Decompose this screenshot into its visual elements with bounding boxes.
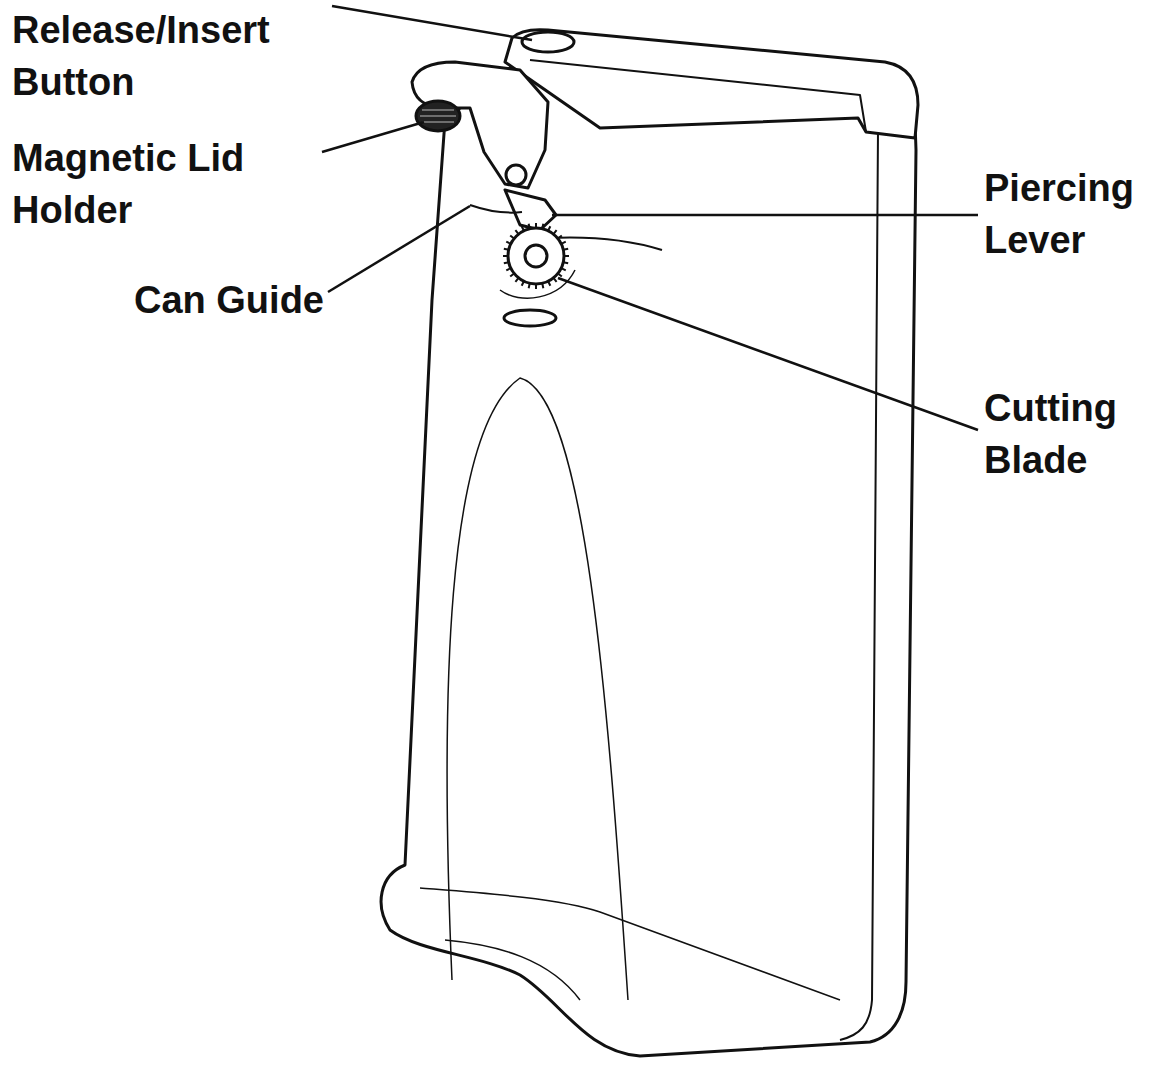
blade-tooth — [542, 283, 543, 288]
blade-tooth — [564, 255, 569, 257]
leader-line — [328, 206, 470, 292]
blade-tooth — [522, 226, 524, 231]
release-insert-button — [522, 32, 574, 52]
housing-side-edge — [840, 130, 878, 1040]
magnet-texture — [420, 110, 456, 122]
leader-lines — [322, 6, 978, 430]
blade-tooth — [553, 278, 556, 282]
magnetic-lid-holder — [416, 101, 460, 131]
blade-tooth — [561, 242, 566, 244]
blade-tooth — [503, 255, 508, 257]
cutting-blade-hub — [525, 245, 547, 267]
blade-tooth — [535, 284, 537, 289]
lever-arm — [412, 62, 548, 188]
part-label: Can Guide — [134, 274, 324, 326]
blade-tooth — [506, 242, 511, 244]
blade-tooth — [535, 223, 537, 228]
blade-tooth — [558, 235, 562, 238]
leader-line — [322, 122, 424, 152]
part-label: Cutting Blade — [984, 382, 1168, 486]
blade-tooth — [510, 235, 514, 238]
blade-tooth — [548, 281, 550, 286]
top-housing — [505, 30, 918, 138]
blade-tooth — [529, 224, 530, 229]
blade-tooth — [504, 262, 509, 263]
housing-outline — [381, 40, 916, 1056]
blade-tooth — [504, 249, 509, 250]
part-label: Piercing Lever — [984, 162, 1168, 266]
blade-tooth — [563, 249, 568, 250]
recess-panel — [447, 378, 628, 1000]
cutting-blade — [508, 228, 564, 284]
blade-tooth — [506, 268, 511, 270]
blade-guard-arc — [500, 270, 575, 298]
blade-tooth — [542, 224, 543, 229]
blade-tooth — [553, 230, 556, 234]
blade-tooth — [563, 262, 568, 263]
can-guide — [504, 310, 556, 326]
blade-tooth — [515, 278, 518, 282]
piercing-lever-pivot — [506, 165, 526, 185]
part-label: Magnetic Lid Holder — [12, 132, 352, 236]
blade-tooth — [548, 226, 550, 231]
blade-tooth — [561, 268, 566, 270]
blade-tooth — [510, 273, 514, 276]
base-tray — [420, 888, 840, 1000]
blade-tooth — [529, 283, 530, 288]
leader-line — [552, 214, 978, 217]
part-label: Release/Insert Button — [12, 4, 352, 108]
leader-line — [332, 6, 532, 40]
top-housing-ledge — [530, 60, 866, 132]
leader-line — [558, 278, 978, 430]
piercing-lever — [505, 190, 556, 230]
blade-tooth — [558, 273, 562, 276]
blade-slot — [470, 205, 662, 250]
blade-tooth — [522, 281, 524, 286]
blade-tooth — [515, 230, 518, 234]
can-opener-body — [381, 30, 918, 1056]
